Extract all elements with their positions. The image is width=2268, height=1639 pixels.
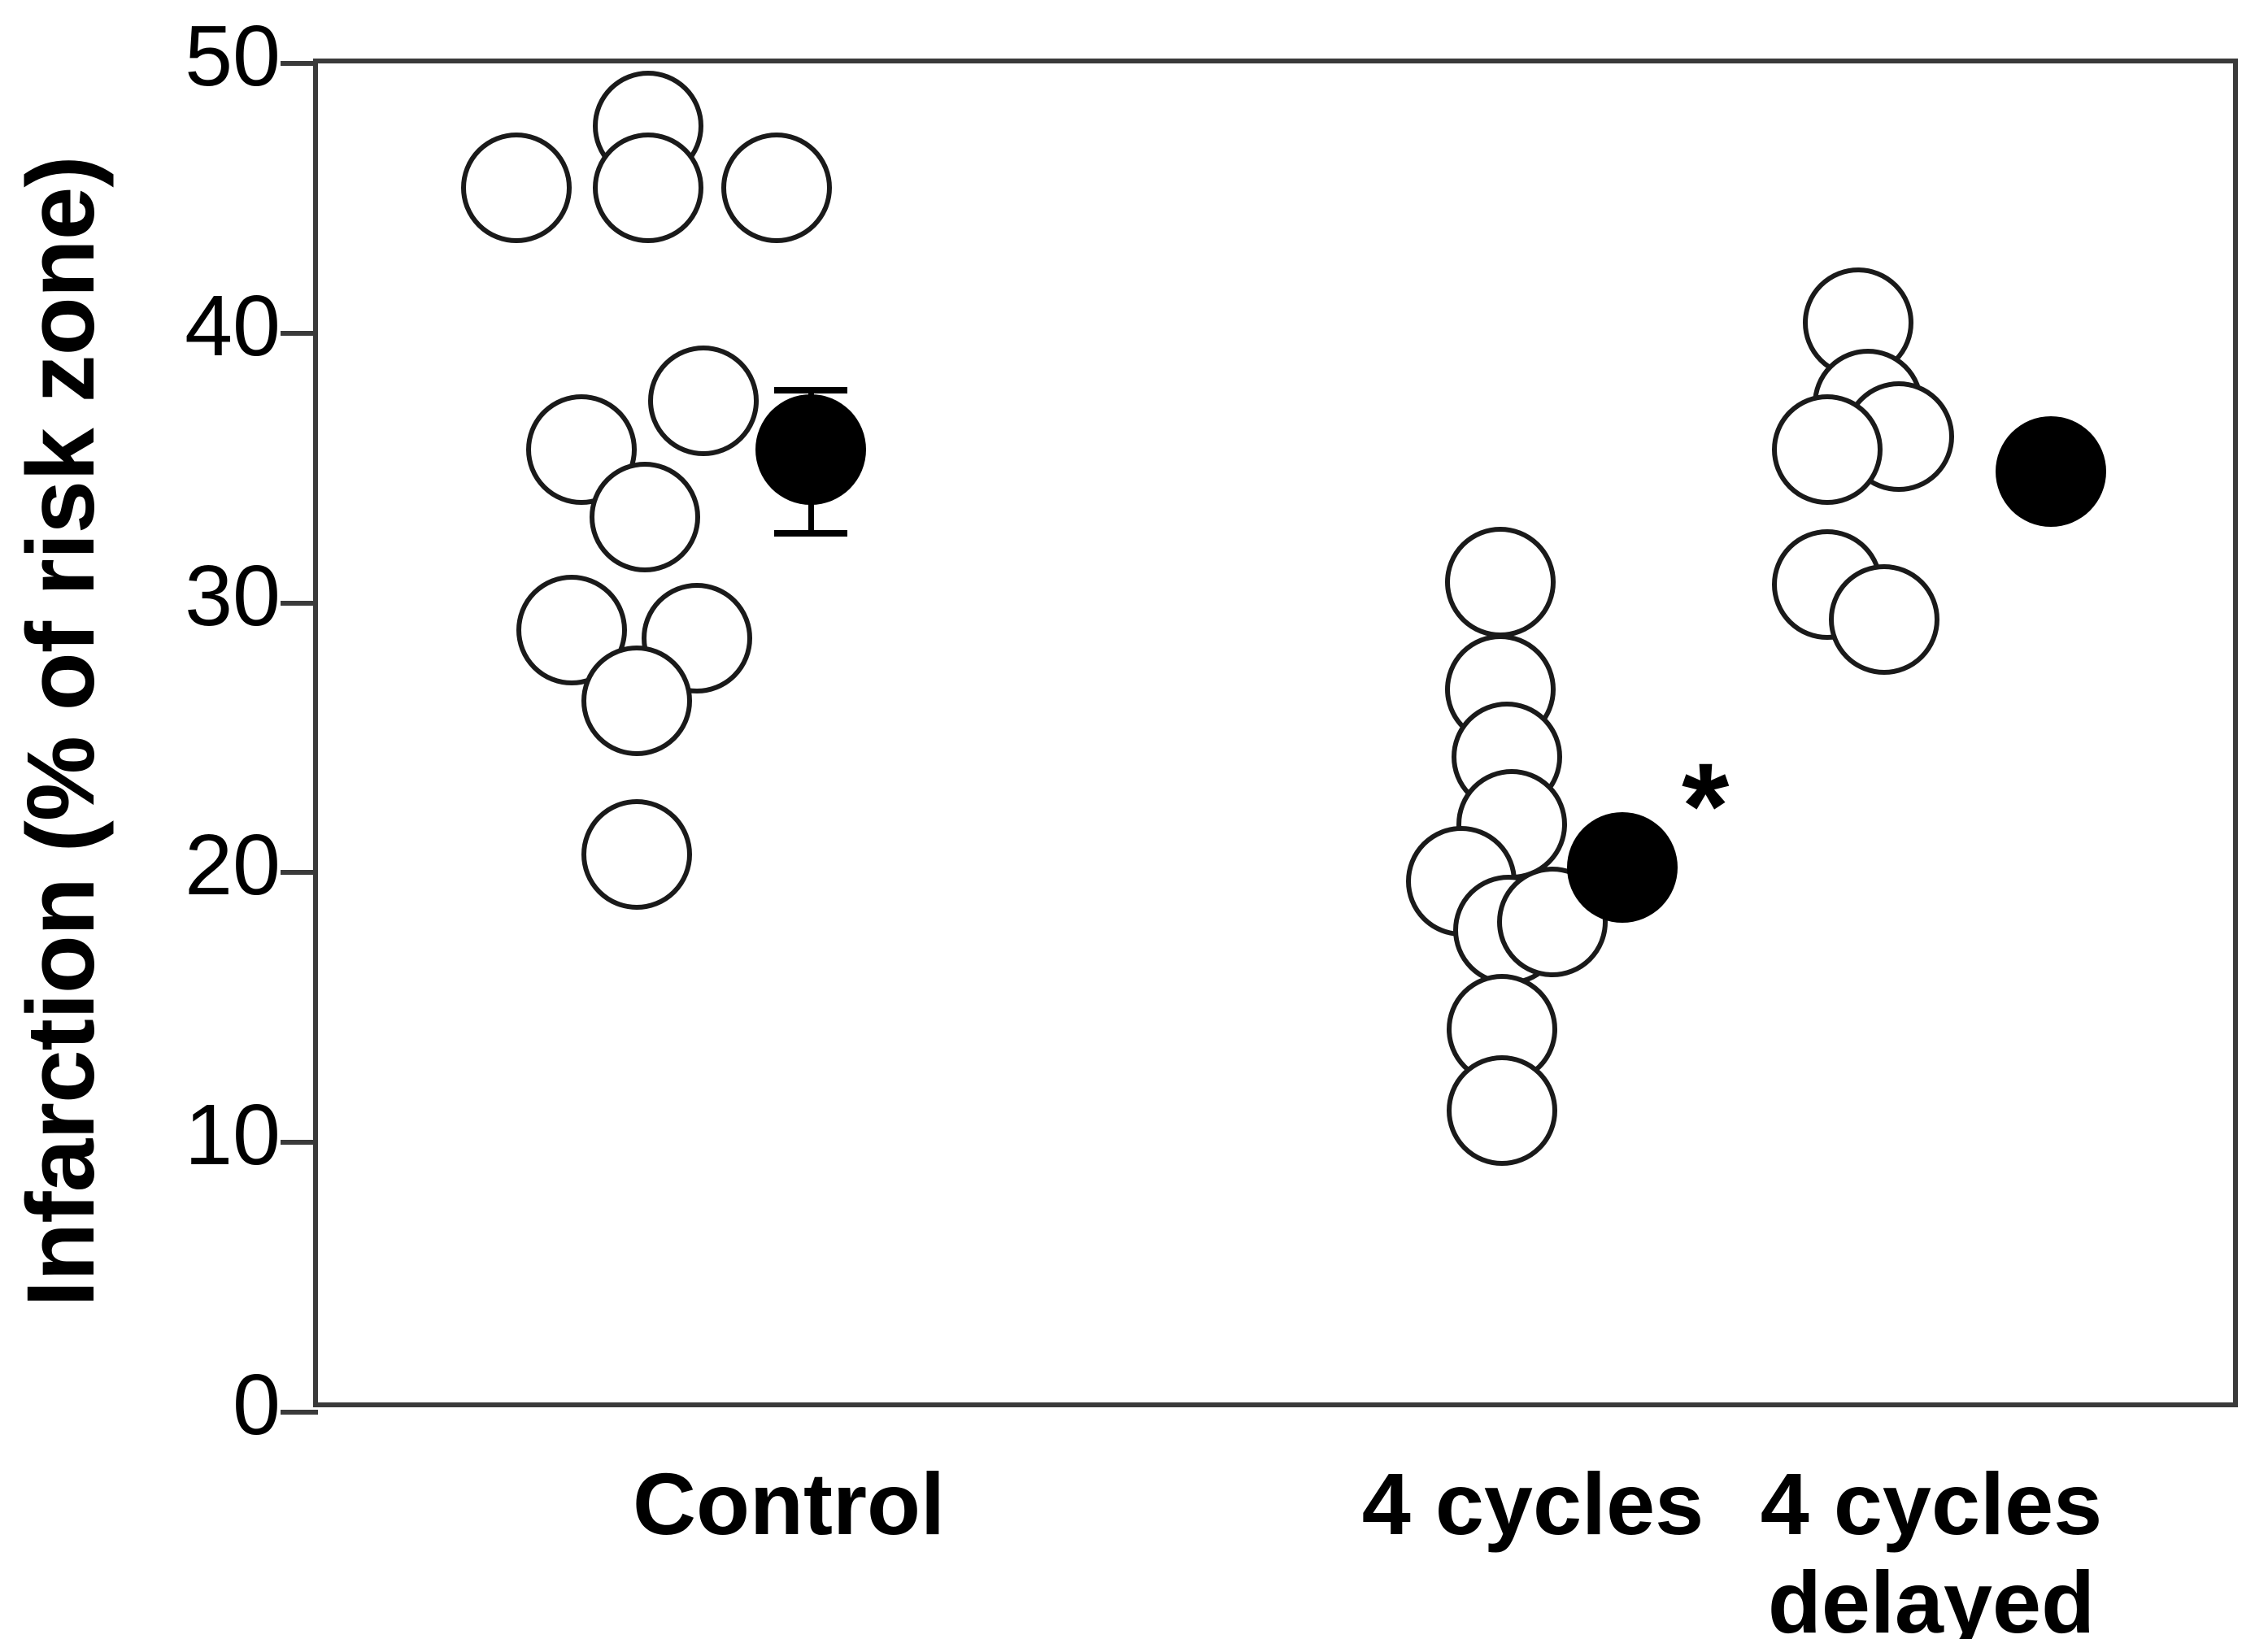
y-tick-mark <box>281 870 318 876</box>
y-tick-label: 30 <box>185 547 281 644</box>
x-axis-category-label: 4 cycles <box>1361 1454 1704 1553</box>
y-tick-label: 40 <box>185 277 281 374</box>
x-axis-category-label: Control <box>633 1454 945 1553</box>
y-tick-mark <box>281 1140 318 1146</box>
x-axis-category-label: 4 cycles delayed <box>1760 1454 2103 1639</box>
y-tick-label-group: 50 40 30 20 10 0 <box>81 0 281 1639</box>
plot-area <box>281 59 2238 1415</box>
y-tick-label: 0 <box>233 1357 281 1453</box>
y-tick-mark <box>281 1410 318 1415</box>
y-tick-label: 50 <box>185 8 281 104</box>
y-tick-label: 10 <box>185 1087 281 1184</box>
x-tick-label-group: Control 4 cycles 4 cycles delayed <box>313 1454 2238 1639</box>
y-tick-mark <box>281 600 318 606</box>
y-tick-label: 20 <box>185 817 281 914</box>
y-tick-mark <box>281 61 318 66</box>
y-tick-mark <box>281 330 318 336</box>
